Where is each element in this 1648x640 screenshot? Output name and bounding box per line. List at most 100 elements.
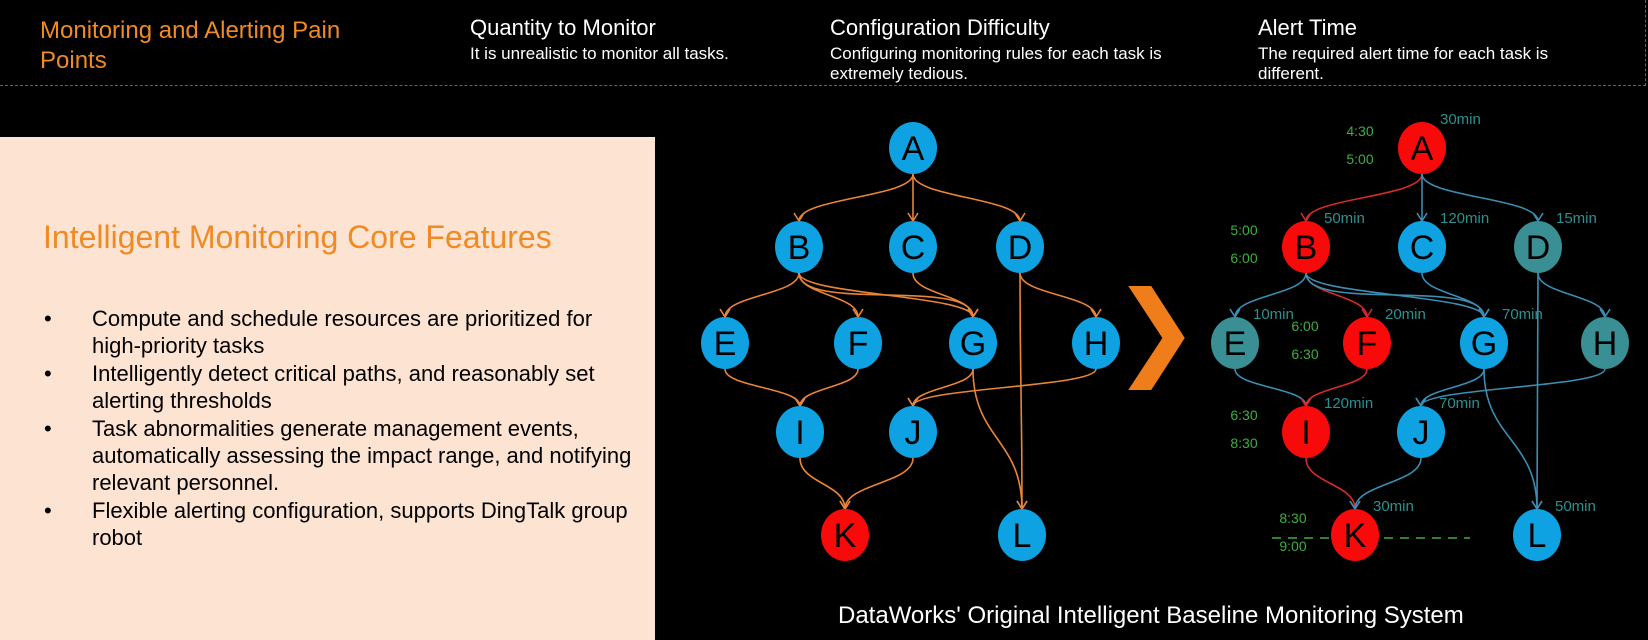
right-node-label: E xyxy=(1224,325,1247,363)
edge-e-i xyxy=(1234,368,1307,407)
duration-label: 120min xyxy=(1440,210,1489,227)
left-node-label: B xyxy=(788,229,811,267)
right-node-f xyxy=(1343,317,1391,369)
edge-j-k xyxy=(844,457,914,510)
pain-point-heading: Alert Time xyxy=(1258,15,1358,40)
right-dag-edges xyxy=(1229,173,1611,511)
end-time-label: 6:00 xyxy=(1230,250,1257,266)
edge-i-k xyxy=(799,457,846,510)
pain-point-configuration: Configuration Difficulty Configuring mon… xyxy=(830,14,1210,84)
list-item: •Compute and schedule resources are prio… xyxy=(0,305,640,359)
edge-a-d xyxy=(912,173,1021,222)
start-time-label: 5:00 xyxy=(1230,222,1257,238)
features-panel: Intelligent Monitoring Core Features •Co… xyxy=(0,137,655,640)
feature-text: Flexible alerting configuration, support… xyxy=(92,498,628,550)
list-item: •Task abnormalities generate management … xyxy=(0,415,640,496)
left-node-label: H xyxy=(1084,325,1109,363)
feature-text: Task abnormalities generate management e… xyxy=(92,416,632,495)
duration-label: 70min xyxy=(1502,306,1543,323)
start-time-label: 6:00 xyxy=(1291,318,1318,334)
right-node-label: F xyxy=(1357,325,1378,363)
start-time-label: 4:30 xyxy=(1346,123,1373,139)
right-node-c xyxy=(1398,221,1446,273)
right-node-label: G xyxy=(1471,325,1497,363)
duration-label: 50min xyxy=(1324,210,1365,227)
right-node-k xyxy=(1331,509,1379,561)
edge-h-j xyxy=(1420,368,1606,407)
left-node-c xyxy=(889,221,937,273)
edge-h-j xyxy=(912,368,1097,407)
right-node-label: J xyxy=(1413,414,1430,452)
edge-d-l xyxy=(1019,272,1023,510)
edge-e-i xyxy=(724,368,801,407)
left-node-i xyxy=(776,406,824,458)
bullet-icon: • xyxy=(44,498,52,523)
edge-d-h xyxy=(1537,272,1606,318)
edge-arrowhead xyxy=(1229,308,1241,319)
right-node-e xyxy=(1211,317,1259,369)
right-node-l xyxy=(1513,509,1561,561)
feature-text: Compute and schedule resources are prior… xyxy=(92,306,593,358)
end-time-label: 5:00 xyxy=(1346,151,1373,167)
edge-arrowhead xyxy=(1300,397,1312,408)
left-node-h xyxy=(1072,317,1120,369)
right-node-label: L xyxy=(1528,517,1547,555)
left-node-label: J xyxy=(905,414,922,452)
edge-g-j xyxy=(1420,368,1485,407)
edge-arrowhead xyxy=(1300,212,1312,223)
edge-arrowhead xyxy=(1014,212,1026,223)
right-node-j xyxy=(1397,406,1445,458)
right-node-label: A xyxy=(1411,130,1434,168)
left-node-j xyxy=(889,406,937,458)
left-node-label: G xyxy=(960,325,986,363)
duration-label: 15min xyxy=(1556,210,1597,227)
diagram-caption: DataWorks' Original Intelligent Baseline… xyxy=(838,602,1464,629)
right-node-label: H xyxy=(1593,325,1618,363)
left-node-b xyxy=(775,221,823,273)
pain-points-bar: Monitoring and Alerting Pain Points Quan… xyxy=(0,0,1646,86)
list-item: • Flexible alerting configuration, suppor… xyxy=(0,497,640,551)
right-node-label: C xyxy=(1410,229,1435,267)
left-node-k xyxy=(821,509,869,561)
duration-label: 20min xyxy=(1385,306,1426,323)
left-node-label: D xyxy=(1008,229,1033,267)
edge-arrowhead xyxy=(1090,308,1102,319)
pain-points-title: Monitoring and Alerting Pain Points xyxy=(40,17,341,74)
pain-point-text: Configuring monitoring rules for each ta… xyxy=(830,44,1162,83)
duration-label: 10min xyxy=(1253,306,1294,323)
edge-f-i xyxy=(799,368,859,407)
left-node-label: F xyxy=(848,325,869,363)
left-node-label: I xyxy=(795,414,804,452)
edge-d-l xyxy=(1536,272,1539,510)
edge-i-k xyxy=(1305,457,1356,510)
right-dag-labels: 30min 4:30 5:00 50min 5:00 6:00 120min 15min 10m… xyxy=(1230,111,1596,554)
edge-b-e xyxy=(724,272,800,318)
left-node-f xyxy=(834,317,882,369)
right-node-a xyxy=(1398,122,1446,174)
left-node-label: A xyxy=(902,130,925,168)
edge-arrowhead xyxy=(1532,212,1544,223)
duration-label: 30min xyxy=(1373,498,1414,515)
pain-point-heading: Configuration Difficulty xyxy=(830,15,1050,40)
edge-b-f xyxy=(798,272,859,318)
right-node-h xyxy=(1581,317,1629,369)
right-node-d xyxy=(1514,221,1562,273)
duration-label: 70min xyxy=(1439,395,1480,412)
end-time-label: 9:00 xyxy=(1279,538,1306,554)
edge-b-e xyxy=(1234,272,1307,318)
edge-a-b xyxy=(798,173,914,222)
features-list: • Compute and schedule resources are prio… xyxy=(0,305,640,552)
pain-point-heading: Quantity to Monitor xyxy=(470,15,656,40)
right-node-label: K xyxy=(1344,517,1367,555)
edge-f-i xyxy=(1305,368,1368,407)
edge-arrowhead xyxy=(719,308,731,319)
edge-g-j xyxy=(912,368,974,407)
duration-label: 30min xyxy=(1440,111,1481,128)
edge-b-f xyxy=(1305,272,1368,318)
start-time-label: 8:30 xyxy=(1279,510,1306,526)
feature-text: Intelligently detect critical paths, and… xyxy=(92,361,595,413)
transition-arrow-icon: ❯ xyxy=(1112,268,1199,390)
